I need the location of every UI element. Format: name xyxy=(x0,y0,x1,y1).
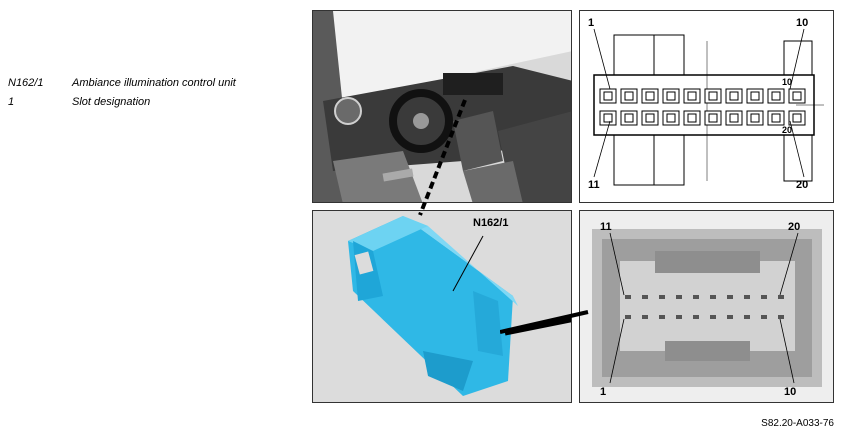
pin-assignment-front: 11 20 1 10 xyxy=(579,210,834,403)
pin-contact xyxy=(744,295,750,299)
pin-contact xyxy=(642,295,648,299)
pin-contact xyxy=(603,91,613,101)
pin-leader-lines-top xyxy=(593,28,805,178)
pin-label-top-right: 10 xyxy=(796,17,809,29)
control-unit-render: N162/1 xyxy=(312,210,572,403)
pin-contact xyxy=(676,315,682,319)
pin-contact xyxy=(708,113,718,123)
pin-contact xyxy=(792,113,802,123)
pin-contact xyxy=(603,113,613,123)
pin-contact xyxy=(710,295,716,299)
pin-contact xyxy=(761,295,767,299)
pin-contact xyxy=(729,91,739,101)
pin-contact xyxy=(645,113,655,123)
legend-description: Slot designation xyxy=(72,95,151,108)
pin-contact xyxy=(710,315,716,319)
pin-contact xyxy=(761,315,767,319)
pin-contact xyxy=(729,113,739,123)
pin-mark-bottom: 20 xyxy=(782,125,793,135)
legend-row: 1 Slot designation xyxy=(8,92,236,111)
pin-contact xyxy=(659,295,665,299)
legend-code: 1 xyxy=(8,95,15,108)
pin-contact xyxy=(625,295,631,299)
pin-grid-top xyxy=(599,88,806,126)
pin-contact xyxy=(624,91,634,101)
pin-mark-top: 10 xyxy=(782,77,793,87)
pin-contact xyxy=(750,91,760,101)
pin-contact xyxy=(708,91,718,101)
legend-code: N162/1 xyxy=(8,76,44,89)
pin-contact xyxy=(666,113,676,123)
pin-contact xyxy=(676,295,682,299)
figure-reference: S82.20-A033-76 xyxy=(761,418,834,429)
pin-contact xyxy=(642,315,648,319)
pin-contact xyxy=(771,113,781,123)
vehicle-interior-photo xyxy=(312,10,572,203)
leader-line xyxy=(418,99,467,216)
pin-contact xyxy=(659,315,665,319)
pin-label-top-left: 11 xyxy=(600,221,612,233)
pin-contact xyxy=(645,91,655,101)
pin-contact xyxy=(750,113,760,123)
connector-top-illustration xyxy=(593,34,824,186)
pin-contact xyxy=(744,315,750,319)
pin-assignment-top: 1 10 11 20 10 20 xyxy=(579,10,834,203)
legend-row: N162/1 Ambiance illumination control uni… xyxy=(8,73,236,92)
pin-label-bottom-left: 11 xyxy=(588,179,600,191)
pin-label-bottom-right: 20 xyxy=(796,179,809,191)
legend-description: Ambiance illumination control unit xyxy=(72,76,236,89)
pin-contact xyxy=(727,315,733,319)
pin-contact xyxy=(687,113,697,123)
pin-contact xyxy=(778,315,784,319)
legend: N162/1 Ambiance illumination control uni… xyxy=(8,73,236,111)
pin-label-bottom-left: 1 xyxy=(600,386,607,398)
pin-contact xyxy=(687,91,697,101)
pin-contact xyxy=(727,295,733,299)
pin-contact xyxy=(771,91,781,101)
unit-illustration xyxy=(348,216,571,396)
pin-contact xyxy=(624,113,634,123)
pin-leader-lines-front xyxy=(609,232,799,384)
connector-front-illustration xyxy=(592,229,822,387)
pin-contact xyxy=(666,91,676,101)
pin-grid-front xyxy=(625,295,784,319)
unit-label: N162/1 xyxy=(473,217,509,229)
pin-label-top-right: 20 xyxy=(788,221,801,233)
pin-label-top-left: 1 xyxy=(588,17,595,29)
pin-contact xyxy=(625,315,631,319)
pin-contact xyxy=(693,295,699,299)
connector-leader-line xyxy=(500,310,589,334)
pin-contact xyxy=(792,91,802,101)
pin-contact xyxy=(778,295,784,299)
interior-illustration xyxy=(313,11,571,202)
pin-label-bottom-right: 10 xyxy=(784,386,797,398)
pin-contact xyxy=(693,315,699,319)
